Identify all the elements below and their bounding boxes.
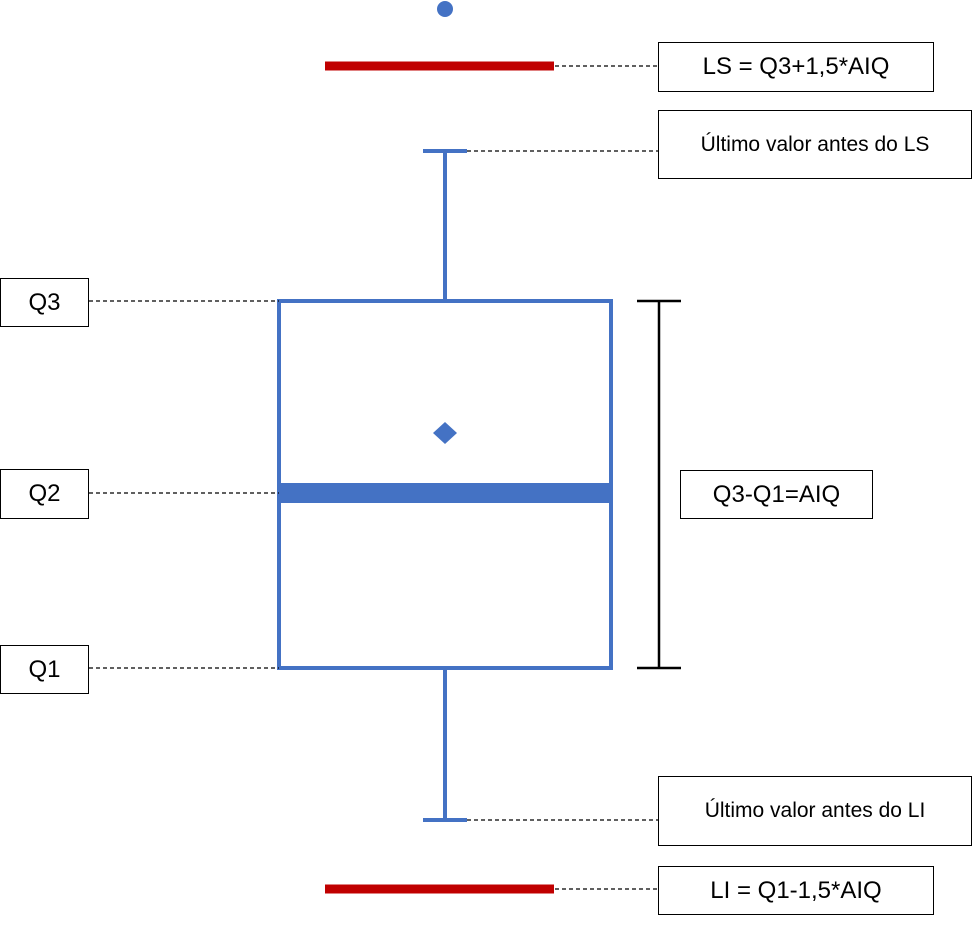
outlier-point: [437, 1, 453, 17]
label-q1: Q1: [0, 645, 89, 694]
label-iqr: Q3-Q1=AIQ: [680, 470, 873, 519]
label-last-before-ls: Último valor antes do LS: [658, 110, 972, 179]
label-li: LI = Q1-1,5*AIQ: [658, 866, 934, 915]
median-line: [279, 483, 611, 503]
label-ls: LS = Q3+1,5*AIQ: [658, 42, 934, 92]
label-q3: Q3: [0, 278, 89, 327]
label-q2: Q2: [0, 469, 89, 519]
label-last-before-li: Último valor antes do LI: [658, 776, 972, 846]
mean-marker: [433, 422, 457, 444]
